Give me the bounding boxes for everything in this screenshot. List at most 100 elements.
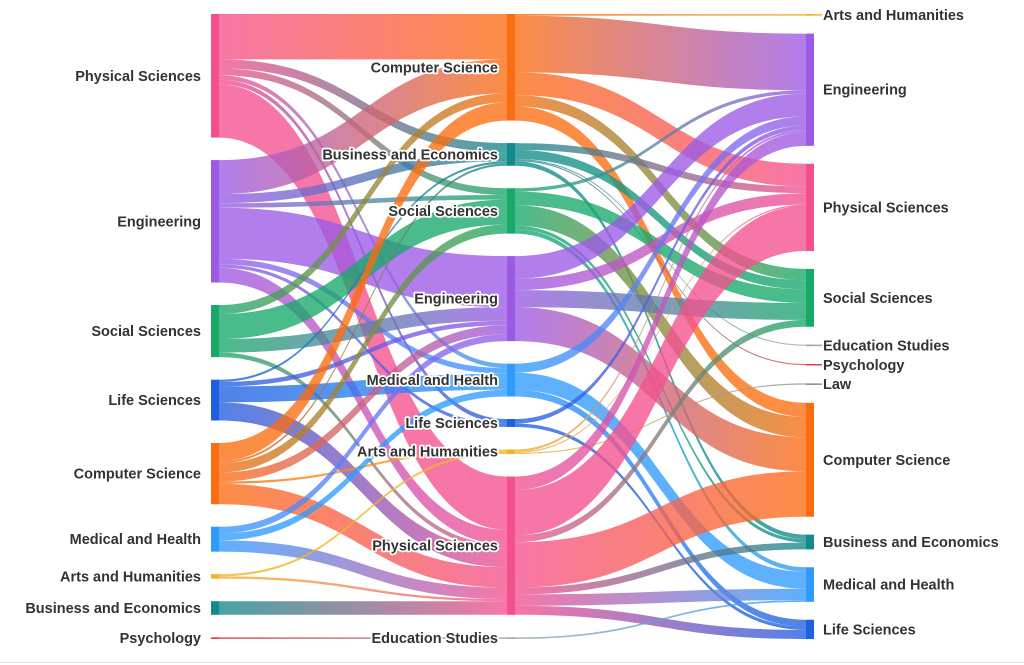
sankey-link: [219, 59, 507, 153]
node-label: Medical and Health: [70, 532, 201, 548]
sankey-link: [219, 59, 507, 195]
node-label: Computer Science: [74, 467, 201, 483]
sankey-link: [219, 258, 507, 374]
sankey-link: [515, 319, 806, 543]
sankey-node: [211, 637, 219, 639]
node-label: Arts and Humanities: [357, 445, 498, 461]
node-label: Life Sciences: [823, 622, 916, 638]
sankey-link: [219, 576, 507, 602]
node-label: Psychology: [120, 631, 201, 647]
sankey-links: [219, 14, 806, 639]
sankey-node: [507, 188, 515, 234]
sankey-link: [515, 588, 806, 606]
sankey-link: [515, 149, 806, 290]
node-label: Engineering: [117, 214, 201, 230]
sankey-link: [515, 93, 806, 279]
node-label: Physical Sciences: [75, 69, 201, 85]
sankey-link: [219, 601, 507, 615]
node-label: Social Sciences: [823, 291, 933, 307]
sankey-node: [507, 637, 515, 639]
sankey-link: [515, 15, 806, 91]
sankey-link: [515, 372, 806, 589]
sankey-link: [515, 542, 806, 595]
sankey-node: [211, 526, 219, 552]
node-label: Physical Sciences: [372, 539, 498, 555]
sankey-link: [515, 106, 806, 417]
node-label: Social Sciences: [91, 324, 201, 340]
node-label: Physical Sciences: [823, 200, 949, 216]
sankey-link: [219, 163, 507, 464]
sankey-node: [806, 402, 814, 517]
sankey-link: [515, 204, 806, 453]
sankey-link: [515, 605, 806, 639]
sankey-link: [515, 132, 806, 491]
node-label: Life Sciences: [405, 416, 498, 432]
node-label: Education Studies: [372, 631, 499, 647]
sankey-link: [515, 383, 806, 455]
sankey-link: [219, 161, 507, 382]
sankey-node: [211, 574, 219, 579]
sankey-link: [515, 90, 806, 192]
sankey-node: [806, 567, 814, 602]
sankey-link: [219, 451, 507, 577]
sankey-link: [219, 152, 507, 204]
sankey-link: [219, 84, 507, 530]
sankey-link: [219, 93, 507, 315]
sankey-node: [806, 163, 814, 252]
sankey-link: [219, 75, 507, 369]
sankey-node: [806, 534, 814, 550]
sankey-node: [211, 379, 219, 421]
sankey-link: [219, 224, 507, 473]
sankey-link: [219, 540, 507, 599]
node-label: Medical and Health: [823, 578, 954, 594]
sankey-node: [507, 256, 515, 342]
sankey-link: [219, 325, 507, 482]
sankey-link: [515, 129, 806, 452]
node-label: Arts and Humanities: [823, 8, 964, 24]
sankey-node: [507, 143, 515, 166]
node-label: Life Sciences: [108, 393, 201, 409]
node-label: Medical and Health: [367, 373, 498, 389]
sankey-link: [219, 199, 507, 340]
sankey-link: [219, 637, 507, 639]
sankey-link: [219, 307, 507, 353]
sankey-link: [515, 143, 806, 194]
sankey-node: [507, 363, 515, 397]
node-label: Education Studies: [823, 338, 950, 354]
sankey-node: [507, 449, 515, 454]
sankey-link: [515, 160, 806, 366]
bottom-divider: [0, 662, 1024, 663]
node-label: Engineering: [823, 83, 907, 99]
sankey-link: [219, 334, 507, 534]
sankey-link: [219, 402, 507, 568]
node-label: Business and Economics: [823, 535, 999, 551]
node-label: Computer Science: [823, 453, 950, 469]
sankey-link: [515, 471, 806, 588]
node-label: Computer Science: [371, 60, 498, 76]
sankey-node: [211, 601, 219, 615]
sankey-link: [219, 352, 507, 550]
sankey-link: [219, 373, 507, 403]
sankey-node: [211, 14, 219, 138]
sankey-link: [515, 205, 806, 438]
sankey-link: [219, 14, 507, 60]
sankey-node: [507, 476, 515, 615]
sankey-node: [211, 305, 219, 358]
sankey-node: [806, 33, 814, 146]
sankey-node: [806, 268, 814, 327]
node-label: Business and Economics: [25, 601, 201, 617]
node-label: Arts and Humanities: [60, 569, 201, 585]
node-label: Law: [823, 377, 852, 393]
sankey-link: [219, 389, 507, 541]
node-label: Psychology: [823, 358, 904, 374]
sankey-link: [219, 102, 507, 462]
node-label: Social Sciences: [388, 204, 498, 220]
sankey-node: [211, 442, 219, 505]
sankey-link: [515, 205, 806, 536]
node-label: Engineering: [414, 292, 498, 308]
sankey-link: [515, 14, 806, 16]
node-label: Business and Economics: [322, 147, 498, 163]
sankey-link: [515, 116, 806, 373]
